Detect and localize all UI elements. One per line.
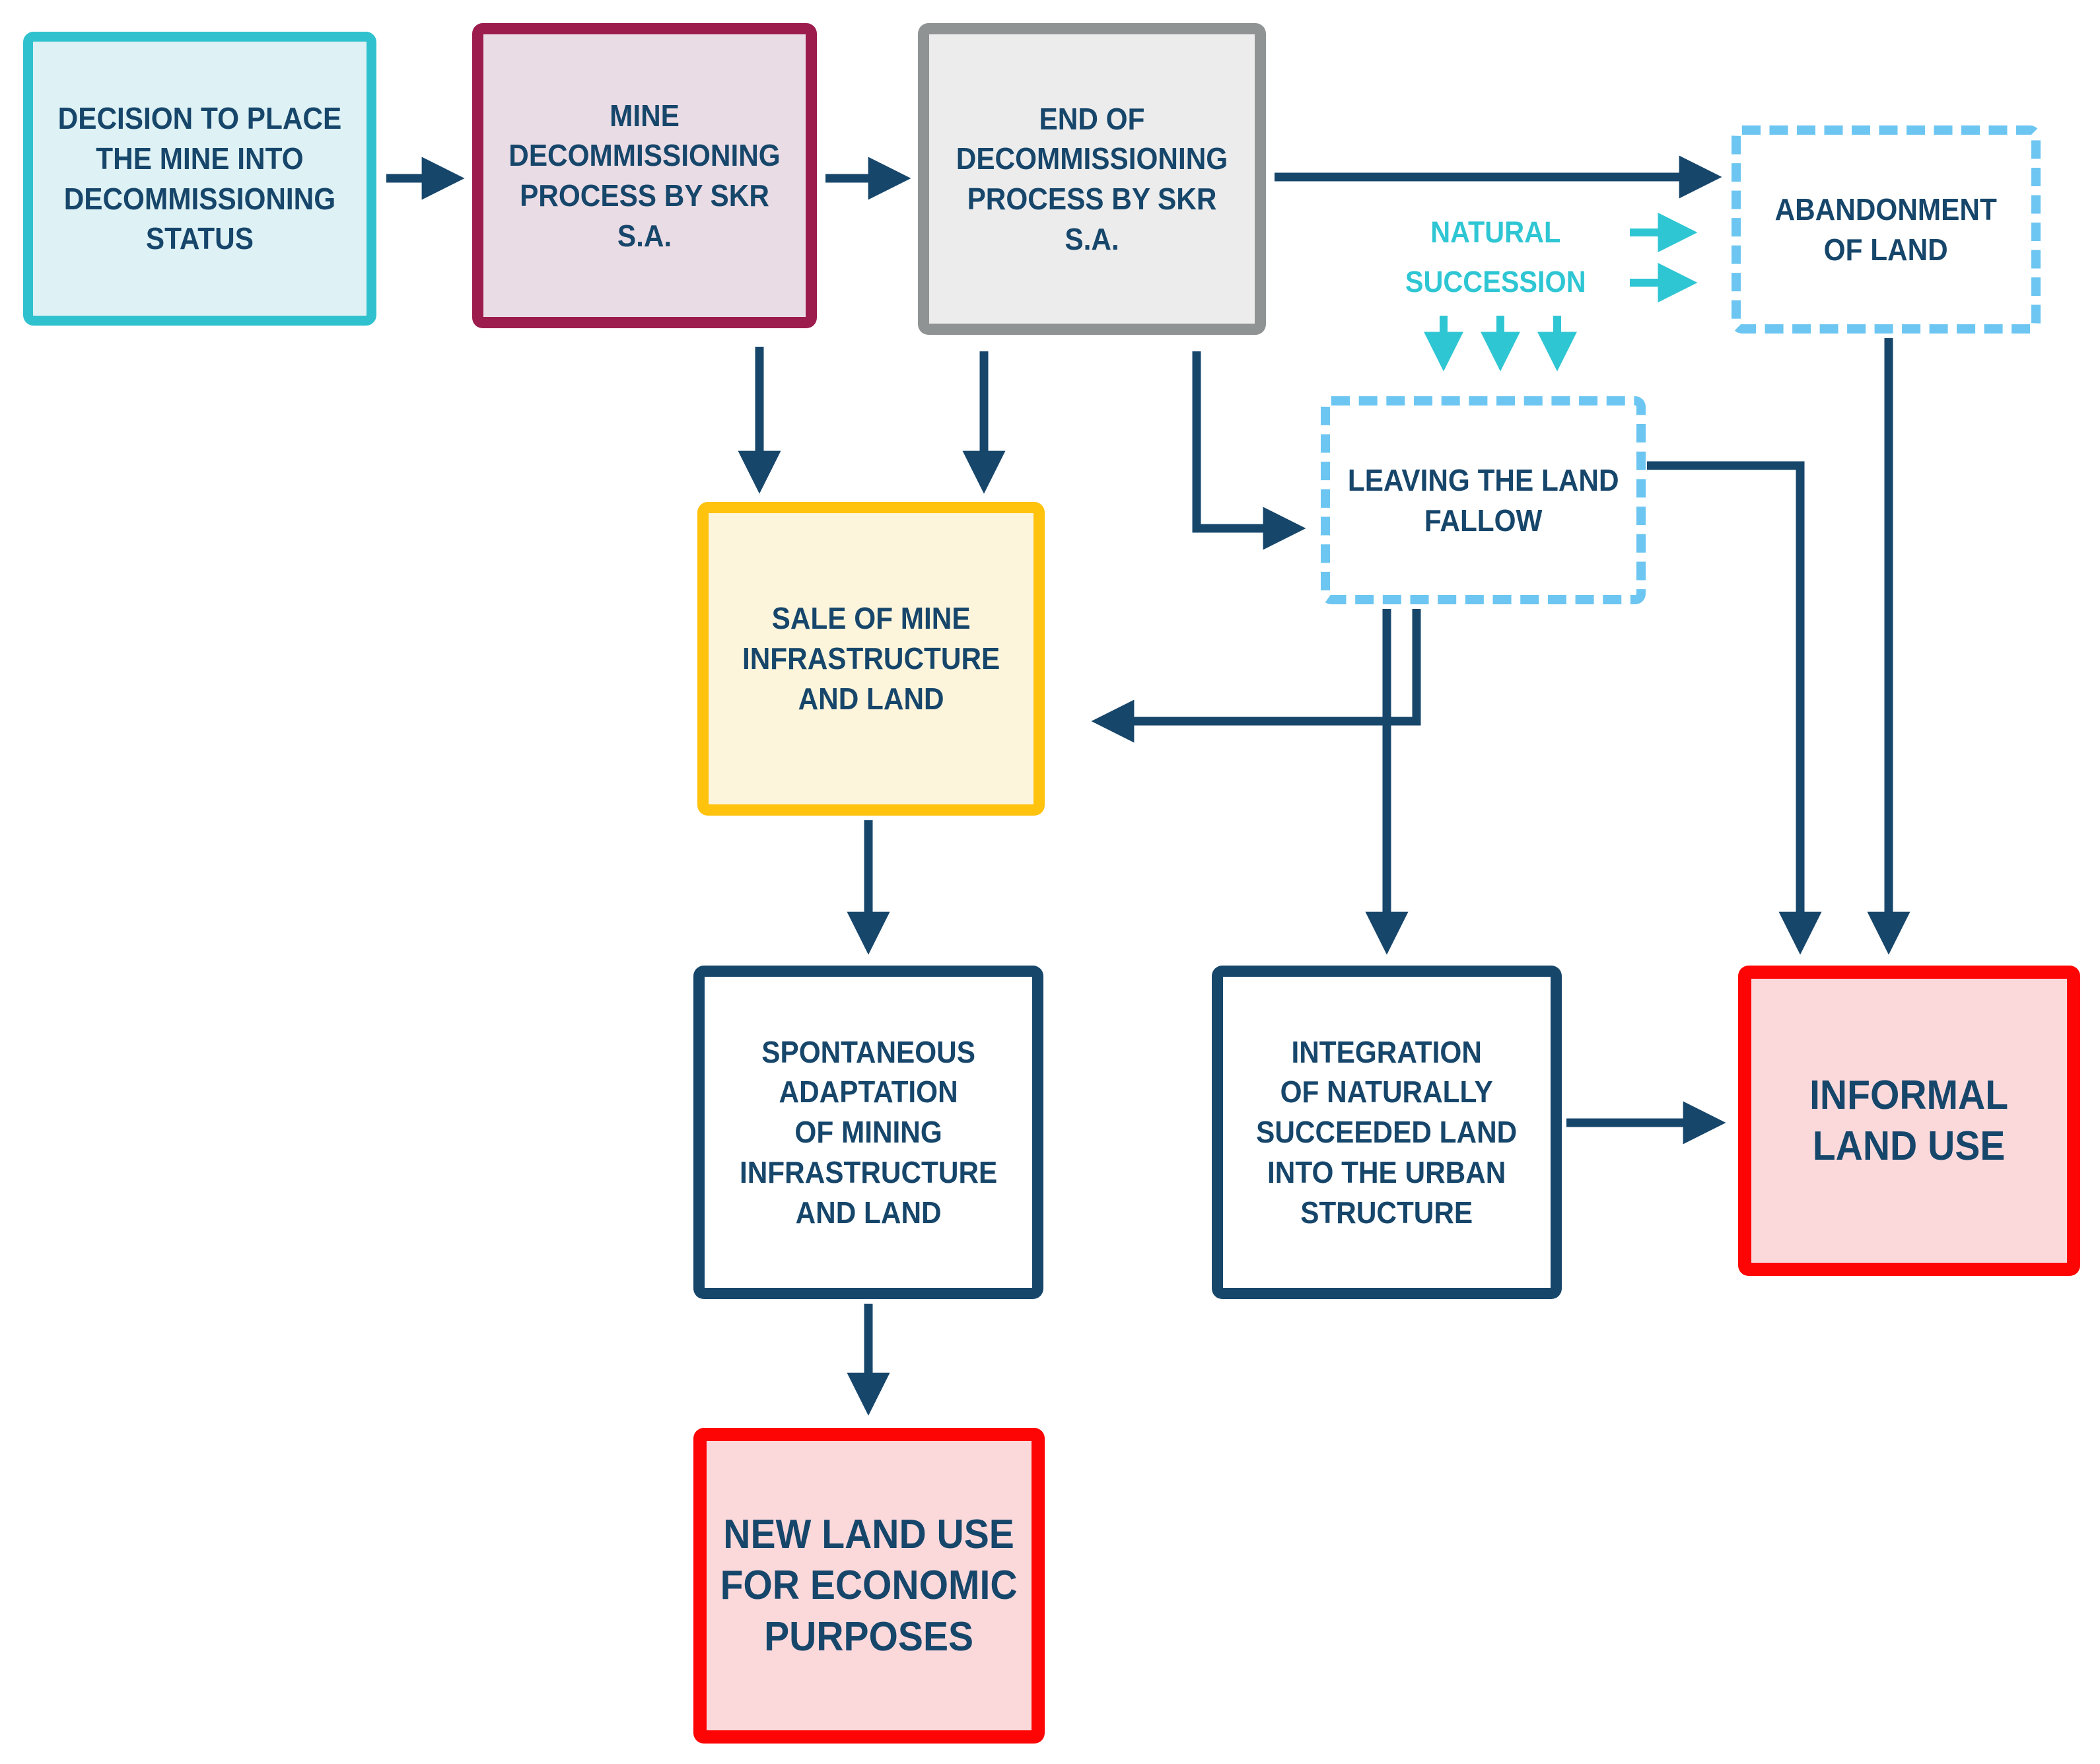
- node-label: INTEGRATION OF NATURALLY SUCCEEDED LAND …: [1256, 1034, 1518, 1230]
- node-label: DECISION TO PLACE THE MINE INTO DECOMMIS…: [57, 101, 342, 256]
- node-label: NEW LAND USE FOR ECONOMIC PURPOSES: [720, 1511, 1018, 1660]
- arrow-fallow-to-sale: [1091, 609, 1421, 743]
- node-leaving-land-fallow: LEAVING THE LAND FALLOW: [1321, 396, 1646, 604]
- node-informal-land-use: INFORMAL LAND USE: [1738, 966, 2080, 1276]
- natural-succession-label: NATURAL SUCCESSION: [1377, 205, 1615, 310]
- node-mine-decommissioning-process: MINE DECOMMISSIONING PROCESS BY SKR S.A.: [472, 23, 817, 328]
- arrow-end-to-fallow: [1192, 351, 1306, 550]
- node-sale-of-mine-infrastructure: SALE OF MINE INFRASTRUCTURE AND LAND: [697, 502, 1045, 816]
- node-label: LEAVING THE LAND FALLOW: [1347, 462, 1619, 538]
- node-label: SALE OF MINE INFRASTRUCTURE AND LAND: [742, 601, 1000, 716]
- node-spontaneous-adaptation: SPONTANEOUS ADAPTATION OF MINING INFRAST…: [693, 966, 1043, 1299]
- node-integration-into-urban-structure: INTEGRATION OF NATURALLY SUCCEEDED LAND …: [1212, 966, 1562, 1299]
- node-label: ABANDONMENT OF LAND: [1774, 192, 1998, 267]
- node-decision-to-decommission: DECISION TO PLACE THE MINE INTO DECOMMIS…: [23, 32, 376, 326]
- node-end-of-decommissioning: END OF DECOMMISSIONING PROCESS BY SKR S.…: [918, 23, 1266, 335]
- node-label: SPONTANEOUS ADAPTATION OF MINING INFRAST…: [739, 1034, 998, 1230]
- arrow-fallow-to-informal: [1647, 461, 1822, 955]
- node-label: MINE DECOMMISSIONING PROCESS BY SKR S.A.: [508, 98, 781, 253]
- node-label: END OF DECOMMISSIONING PROCESS BY SKR S.…: [956, 101, 1228, 256]
- node-abandonment-of-land: ABANDONMENT OF LAND: [1732, 125, 2041, 334]
- node-label: INFORMAL LAND USE: [1809, 1072, 2009, 1170]
- node-label: NATURAL SUCCESSION: [1405, 215, 1586, 299]
- node-new-land-use-economic: NEW LAND USE FOR ECONOMIC PURPOSES: [693, 1428, 1045, 1744]
